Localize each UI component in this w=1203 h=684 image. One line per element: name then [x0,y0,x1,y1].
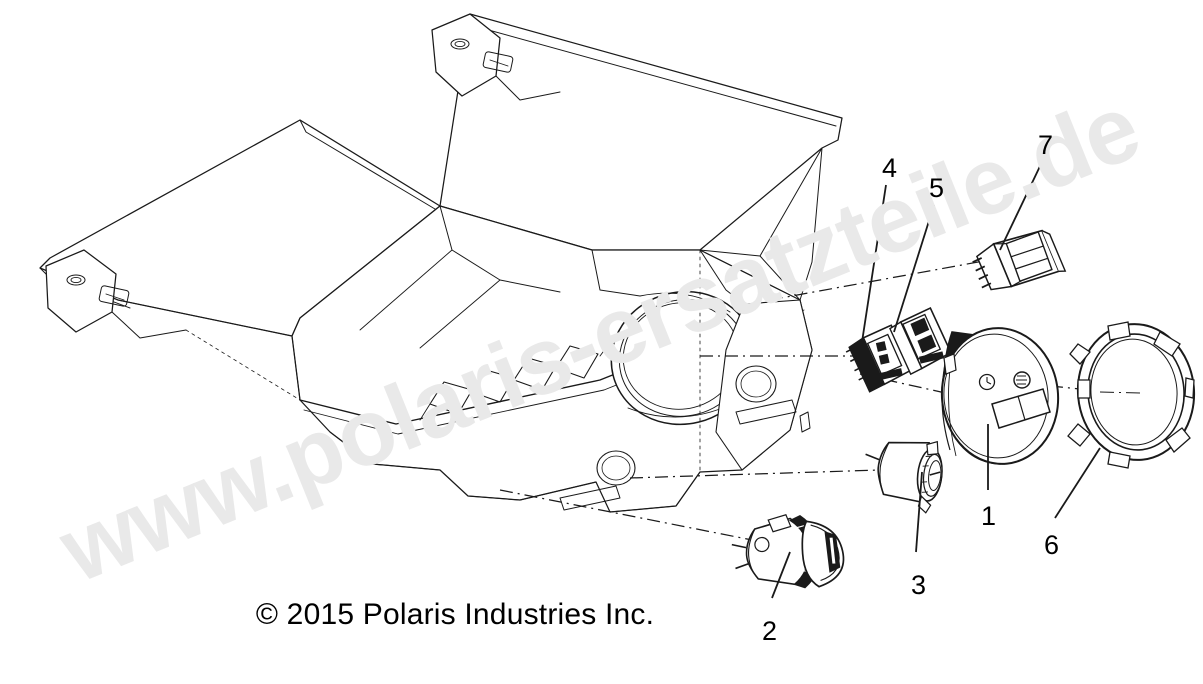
callout-label-2[interactable]: 2 [762,616,778,646]
part-instrument-gauge-cluster [940,327,1060,490]
leader-line-outlet-3 [629,469,881,479]
part-accessory-power-outlet [865,440,943,514]
leader-line-key-switch-2 [499,489,753,541]
part-gauge-retaining-bezel-ring [1054,321,1196,519]
callout-label-3[interactable]: 3 [911,570,927,600]
part-rocker-switch-upper [972,229,1067,291]
callout-pointer-stems [861,161,1043,343]
part-ignition-key-switch [731,514,845,589]
pointer-stem-7 [999,161,1043,251]
part-rocker-switch-pair [845,306,952,393]
callout-label-1[interactable]: 1 [981,501,997,531]
copyright-notice: © 2015 Polaris Industries Inc. [255,598,655,631]
dash-console-panel [39,13,843,513]
leader-line-gauge-1 [859,373,951,395]
leader-stem-3 [915,471,923,553]
callout-label-5[interactable]: 5 [929,173,945,203]
pointer-stem-4 [861,184,887,343]
callout-label-4[interactable]: 4 [882,153,898,183]
callout-label-6[interactable]: 6 [1044,530,1060,560]
leader-line-switch-7 [769,257,1001,301]
pointer-stem-5 [893,204,935,333]
leader-stem-2 [771,551,791,599]
callout-label-7[interactable]: 7 [1038,130,1054,160]
